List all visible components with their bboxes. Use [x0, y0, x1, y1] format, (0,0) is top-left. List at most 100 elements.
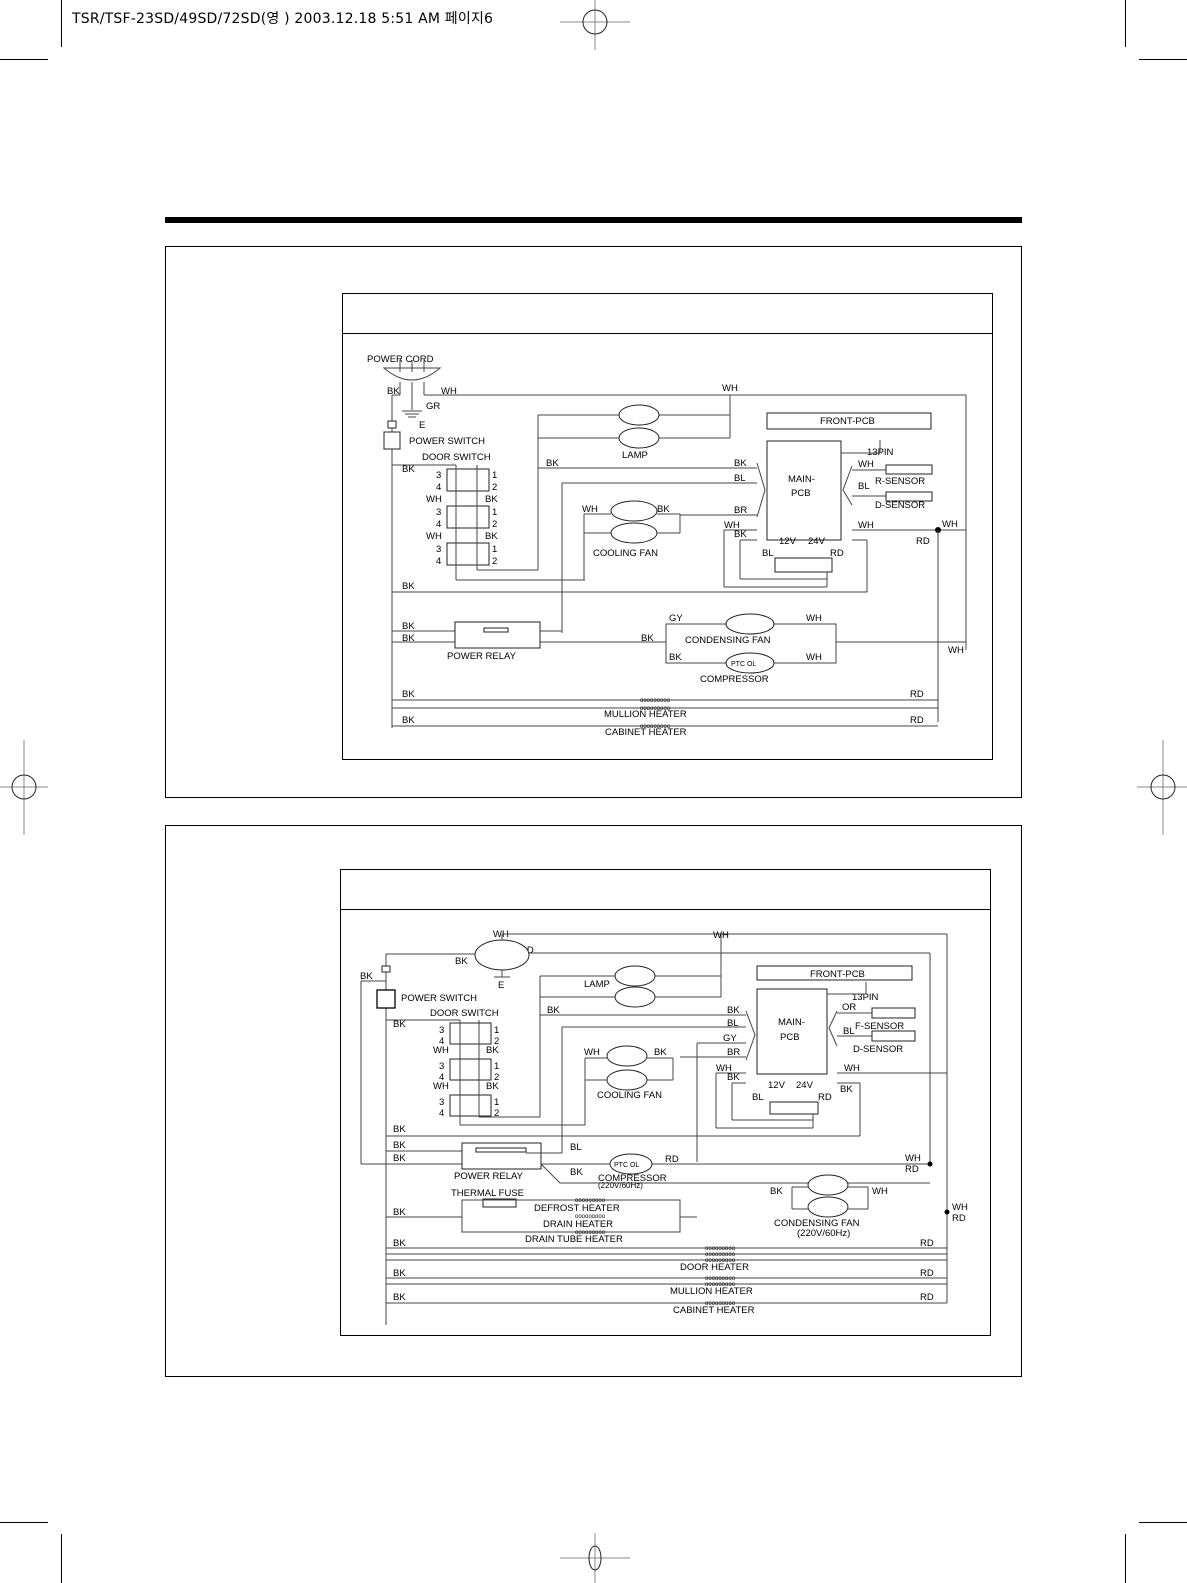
svg-text:POWER RELAY: POWER RELAY — [454, 1171, 524, 1182]
svg-text:WH: WH — [858, 459, 874, 470]
svg-text:2: 2 — [492, 519, 497, 530]
crop-mark-bottom-right-v — [1125, 1534, 1126, 1583]
svg-text:RD: RD — [920, 1268, 934, 1279]
svg-text:24V: 24V — [808, 536, 826, 547]
svg-text:BK: BK — [360, 971, 373, 982]
svg-text:POWER SWITCH: POWER SWITCH — [401, 993, 477, 1004]
svg-text:WH: WH — [441, 386, 457, 397]
svg-text:BK: BK — [402, 633, 415, 644]
svg-text:DOOR HEATER: DOOR HEATER — [680, 1262, 749, 1273]
svg-text:OR: OR — [842, 1002, 856, 1013]
svg-text:ooooooooo: ooooooooo — [575, 1214, 606, 1220]
svg-text:BK: BK — [402, 581, 415, 592]
svg-text:BK: BK — [393, 1268, 406, 1279]
svg-text:LAMP: LAMP — [622, 450, 648, 461]
svg-text:WH: WH — [952, 1202, 968, 1213]
door-switch-3: 34 12 — [436, 542, 497, 567]
svg-text:3: 3 — [436, 470, 441, 481]
crop-mark-bottom-left-h — [0, 1522, 48, 1523]
svg-text:BK: BK — [770, 1186, 783, 1197]
svg-text:WH: WH — [948, 645, 964, 656]
registration-mark-left — [0, 740, 48, 835]
svg-text:24V: 24V — [796, 1080, 814, 1091]
svg-text:CONDENSING FAN: CONDENSING FAN — [685, 635, 771, 646]
svg-text:COMPRESSOR: COMPRESSOR — [700, 674, 769, 685]
svg-text:2: 2 — [492, 482, 497, 493]
svg-text:DRAIN HEATER: DRAIN HEATER — [543, 1219, 613, 1230]
svg-text:RD: RD — [910, 689, 924, 700]
svg-text:BK: BK — [546, 458, 559, 469]
svg-text:MULLION HEATER: MULLION HEATER — [604, 709, 687, 720]
svg-text:ooooooooo: ooooooooo — [705, 1252, 736, 1258]
svg-text:BK: BK — [393, 1292, 406, 1303]
door-switch-2: 34 12 — [439, 1058, 499, 1083]
svg-text:MULLION HEATER: MULLION HEATER — [670, 1286, 753, 1297]
svg-text:1: 1 — [494, 1097, 499, 1108]
svg-text:BL: BL — [570, 1142, 582, 1153]
svg-text:WH: WH — [713, 930, 729, 941]
svg-text:RD: RD — [920, 1292, 934, 1303]
svg-text:WH: WH — [426, 494, 442, 505]
svg-text:FRONT-PCB: FRONT-PCB — [820, 416, 875, 427]
svg-text:DOOR SWITCH: DOOR SWITCH — [422, 452, 491, 463]
svg-text:RD: RD — [665, 1154, 679, 1165]
diagram-2-title-bar — [341, 870, 990, 910]
svg-text:1: 1 — [494, 1061, 499, 1072]
svg-text:POWER SWITCH: POWER SWITCH — [409, 436, 485, 447]
svg-text:WH: WH — [426, 531, 442, 542]
svg-text:MAIN-: MAIN- — [778, 1017, 805, 1028]
svg-text:3: 3 — [439, 1061, 444, 1072]
svg-text:BK: BK — [641, 633, 654, 644]
wiring-panel-2 — [165, 825, 1022, 1377]
svg-text:GY: GY — [723, 1033, 737, 1044]
svg-text:RD: RD — [905, 1164, 919, 1175]
svg-text:4: 4 — [436, 519, 441, 530]
svg-text:BK: BK — [654, 1047, 667, 1058]
svg-text:GY: GY — [669, 613, 683, 624]
svg-text:BR: BR — [734, 505, 747, 516]
svg-text:BL: BL — [734, 473, 746, 484]
wiring-diagram-1: POWER CORD BK WH GR E POWER SWITCH DOOR … — [367, 354, 967, 738]
svg-text:4: 4 — [436, 556, 441, 567]
svg-text:ooooooooo: ooooooooo — [575, 1230, 606, 1236]
crop-mark-top-right-h — [1139, 59, 1187, 60]
svg-text:(220V/60Hz): (220V/60Hz) — [797, 1228, 850, 1239]
svg-text:RD: RD — [916, 536, 930, 547]
svg-text:RD: RD — [910, 715, 924, 726]
registration-mark-top — [560, 0, 630, 50]
svg-text:BK: BK — [669, 652, 682, 663]
svg-text:BK: BK — [734, 458, 747, 469]
svg-text:ooooooooo: ooooooooo — [705, 1258, 736, 1264]
svg-text:BL: BL — [752, 1092, 764, 1103]
svg-text:BK: BK — [486, 1081, 499, 1092]
svg-text:RD: RD — [952, 1213, 966, 1224]
wiring-panel-1 — [165, 246, 1022, 798]
svg-text:WH: WH — [806, 613, 822, 624]
svg-text:BK: BK — [393, 1238, 406, 1249]
diagram-frame-1 — [342, 293, 993, 760]
svg-text:BK: BK — [734, 529, 747, 540]
svg-text:RD: RD — [830, 548, 844, 559]
svg-text:FRONT-PCB: FRONT-PCB — [810, 969, 865, 980]
svg-text:BK: BK — [486, 1045, 499, 1056]
svg-text:WH: WH — [433, 1045, 449, 1056]
svg-text:GR: GR — [426, 401, 440, 412]
svg-text:ooooooooo: ooooooooo — [705, 1246, 736, 1252]
svg-text:WH: WH — [722, 383, 738, 394]
diagram-frame-2 — [340, 869, 991, 1336]
crop-mark-top-right-v — [1125, 0, 1126, 47]
svg-text:1: 1 — [492, 470, 497, 481]
svg-text:CABINET HEATER: CABINET HEATER — [673, 1305, 755, 1316]
svg-text:COOLING FAN: COOLING FAN — [597, 1090, 662, 1101]
svg-text:WH: WH — [582, 504, 598, 515]
svg-text:ooooooooo: ooooooooo — [640, 698, 671, 704]
svg-text:BK: BK — [727, 1005, 740, 1016]
svg-text:CONDENSING FAN: CONDENSING FAN — [774, 1218, 860, 1229]
svg-text:ooooooooo: ooooooooo — [705, 1276, 736, 1282]
svg-text:ooooooooo: ooooooooo — [640, 724, 671, 730]
svg-text:WH: WH — [433, 1081, 449, 1092]
wiring-diagram-2: WH RD BK E BK POWER SWITCH DOOR SWITCH B… — [360, 929, 968, 1325]
svg-text:BL: BL — [843, 1026, 855, 1037]
svg-text:WH: WH — [844, 1063, 860, 1074]
svg-text:BK: BK — [393, 1140, 406, 1151]
